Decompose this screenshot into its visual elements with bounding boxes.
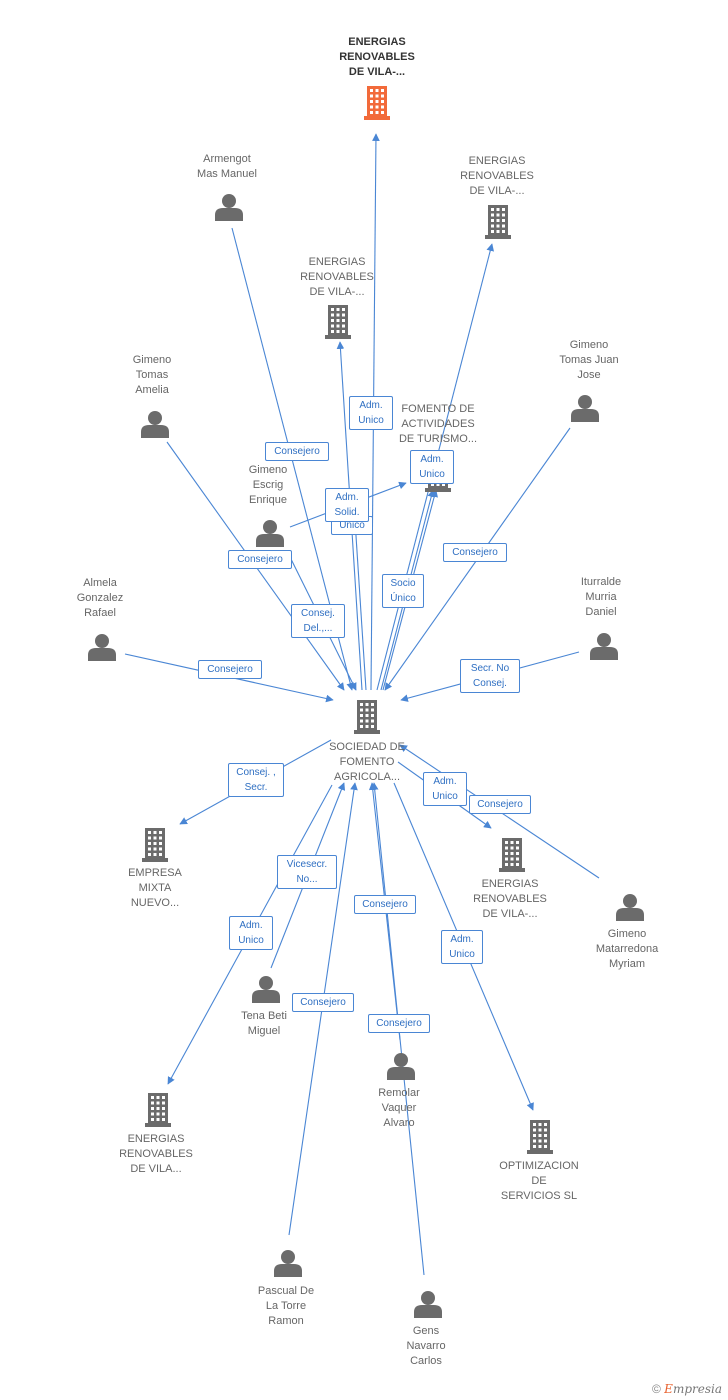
person-name-pascual[interactable]: Pascual De La Torre Ramon: [257, 1285, 315, 1327]
company-building-icon[interactable]: [499, 838, 525, 872]
person-name-gimeno-enrique[interactable]: Gimeno Escrig Enrique: [248, 464, 288, 506]
relation-label-iturralde[interactable]: Secr. No Consej.: [460, 659, 520, 693]
person-icon[interactable]: [88, 634, 116, 661]
relation-label-almela[interactable]: Consejero: [198, 660, 262, 679]
person-icon[interactable]: [414, 1291, 442, 1318]
edge-hidden: [350, 504, 367, 691]
person-name-tena[interactable]: Tena Beti Miguel: [241, 1010, 287, 1037]
company-building-icon[interactable]: [142, 828, 168, 862]
relation-label-armengot[interactable]: Consejero: [265, 442, 329, 461]
company-name-fomento[interactable]: FOMENTO DE ACTIVIDADES DE TURISMO...: [398, 403, 478, 445]
person-name-almela[interactable]: Almela Gonzalez Rafael: [76, 577, 124, 619]
person-icon[interactable]: [616, 894, 644, 921]
relation-label-fom[interactable]: Adm. Unico: [410, 450, 454, 484]
person-name-gimeno-jose[interactable]: Gimeno Tomas Juan Jose: [559, 339, 619, 381]
relation-label-tena[interactable]: Vicesecr. No...: [277, 855, 337, 889]
company-building-icon[interactable]: [354, 700, 380, 734]
person-icon[interactable]: [252, 976, 280, 1003]
company-building-icon[interactable]: [145, 1093, 171, 1127]
company-name-energias-3[interactable]: ENERGIAS RENOVABLES DE VILA-...: [300, 256, 374, 298]
relation-label-mixta[interactable]: Consej. , Secr.: [228, 763, 284, 797]
relation-label-remolar[interactable]: Consejero: [354, 895, 416, 914]
relation-label-myriam[interactable]: Consejero: [469, 795, 531, 814]
person-name-gimeno-myriam[interactable]: Gimeno Matarredona Myriam: [595, 928, 659, 970]
company-name-energias-top[interactable]: ENERGIAS RENOVABLES DE VILA-...: [339, 36, 415, 78]
person-icon[interactable]: [256, 520, 284, 547]
company-name-optimizacion[interactable]: OPTIMIZACION DE SERVICIOS SL: [499, 1160, 579, 1202]
company-building-icon[interactable]: [527, 1120, 553, 1154]
relation-label-en4[interactable]: Adm. Unico: [423, 772, 467, 806]
company-building-icon[interactable]: [485, 205, 511, 239]
person-icon[interactable]: [571, 395, 599, 422]
relation-label-fom2[interactable]: Socio Único: [382, 574, 424, 608]
relation-label-en3[interactable]: Adm. Unico: [349, 396, 393, 430]
empresia-logo: © Empresia: [651, 1382, 722, 1396]
person-icon[interactable]: [590, 633, 618, 660]
person-name-remolar[interactable]: Remolar Vaquer Alvaro: [378, 1087, 420, 1129]
company-name-empresa-mixta[interactable]: EMPRESA MIXTA NUEVO...: [128, 867, 182, 909]
relation-label-enrique-fom[interactable]: Adm. Solid.: [325, 488, 369, 522]
relation-label-en5[interactable]: Adm. Unico: [229, 916, 273, 950]
relation-label-gens[interactable]: Consejero: [368, 1014, 430, 1033]
person-name-gimeno-amelia[interactable]: Gimeno Tomas Amelia: [132, 354, 172, 396]
person-name-iturralde[interactable]: Iturralde Murria Daniel: [580, 576, 622, 618]
relation-label-opt[interactable]: Adm. Unico: [441, 930, 483, 964]
company-name-energias-5[interactable]: ENERGIAS RENOVABLES DE VILA...: [119, 1133, 193, 1175]
relation-label-pascual[interactable]: Consejero: [292, 993, 354, 1012]
company-building-icon[interactable]: [325, 305, 351, 339]
person-icon[interactable]: [215, 194, 243, 221]
person-icon[interactable]: [387, 1053, 415, 1080]
person-icon[interactable]: [274, 1250, 302, 1277]
company-name-energias-4[interactable]: ENERGIAS RENOVABLES DE VILA-...: [473, 878, 547, 920]
relation-label-jose[interactable]: Consejero: [443, 543, 507, 562]
person-name-gens[interactable]: Gens Navarro Carlos: [406, 1325, 446, 1367]
person-name-armengot[interactable]: Armengot Mas Manuel: [197, 153, 257, 180]
relation-label-amelia[interactable]: Consejero: [228, 550, 292, 569]
person-icon[interactable]: [141, 411, 169, 438]
relation-label-enrique[interactable]: Consej. Del.,...: [291, 604, 345, 638]
company-building-icon-highlighted[interactable]: [364, 86, 390, 120]
company-name-energias-2[interactable]: ENERGIAS RENOVABLES DE VILA-...: [460, 155, 534, 197]
company-name-sociedad[interactable]: SOCIEDAD DE FOMENTO AGRICOLA...: [329, 741, 405, 783]
